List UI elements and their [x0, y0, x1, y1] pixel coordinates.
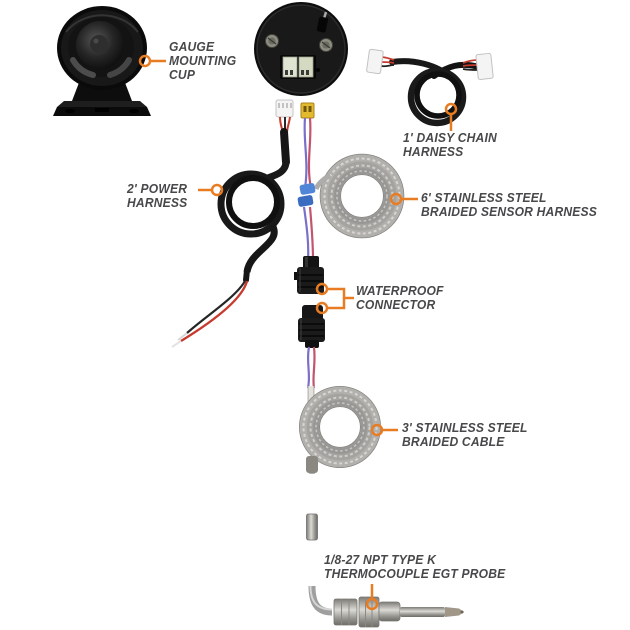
daisy-chain-coil — [407, 67, 467, 127]
probe-tip-rod — [400, 607, 445, 617]
label-line: MOUNTING — [169, 53, 237, 68]
daisy-chain-connector-right — [475, 52, 494, 80]
label-line: THERMOCOUPLE EGT PROBE — [324, 566, 506, 581]
label-line: BRAIDED CABLE — [402, 434, 505, 449]
callout-leaders — [138, 54, 458, 611]
probe-ferrule — [378, 601, 401, 622]
leader-bracket-waterproof — [327, 287, 346, 310]
probe-tip — [445, 607, 464, 617]
label-line: 2' POWER — [127, 181, 188, 196]
gauge-mounting-cup-image — [53, 6, 151, 116]
label-line: BRAIDED SENSOR HARNESS — [421, 204, 598, 219]
daisy-chain-connector-left — [366, 48, 384, 75]
label-power-harness: 2' POWER HARNESS — [127, 182, 187, 210]
label-waterproof-connector: WATERPROOF CONNECTOR — [356, 284, 444, 312]
power-harness-connector — [275, 99, 294, 118]
braided-cable-coil — [299, 386, 381, 468]
label-line: HARNESS — [403, 144, 464, 159]
label-egt-probe: 1/8-27 NPT TYPE K THERMOCOUPLE EGT PROBE — [324, 553, 505, 581]
label-line: GAUGE — [169, 39, 215, 54]
label-gauge-mounting-cup: GAUGE MOUNTING CUP — [169, 40, 236, 82]
leader-marker-egt-probe — [365, 597, 379, 611]
butt-splice-connector — [299, 183, 316, 195]
label-line: CUP — [169, 67, 196, 82]
label-line: HARNESS — [127, 195, 188, 210]
power-harness-image — [171, 99, 294, 348]
label-daisy-chain-harness: 1' DAISY CHAIN HARNESS — [403, 131, 497, 159]
sensor-harness-connector — [300, 102, 315, 119]
probe-hex-nut — [333, 598, 358, 626]
gauge-back-image — [254, 2, 348, 96]
label-braided-cable: 3' STAINLESS STEEL BRAIDED CABLE — [402, 421, 528, 449]
daisy-chain-harness-image — [366, 48, 494, 127]
leader-marker-power-harness — [210, 183, 224, 197]
gauge-switch — [316, 16, 328, 33]
sensor-harness-image — [297, 102, 405, 261]
label-line: WATERPROOF — [356, 283, 444, 298]
label-sensor-harness: 6' STAINLESS STEEL BRAIDED SENSOR HARNES… — [421, 191, 597, 219]
butt-splice-connector — [297, 195, 314, 207]
label-line: CONNECTOR — [356, 297, 436, 312]
label-line: 6' STAINLESS STEEL — [421, 190, 547, 205]
label-line: 1' DAISY CHAIN — [403, 130, 497, 145]
label-line: 1/8-27 NPT TYPE K — [324, 552, 437, 567]
braid-crimp — [306, 456, 318, 473]
label-line: 3' STAINLESS STEEL — [402, 420, 528, 435]
egt-probe-image — [306, 470, 464, 628]
braided-cable-image — [299, 346, 381, 475]
power-harness-coil — [217, 170, 285, 238]
